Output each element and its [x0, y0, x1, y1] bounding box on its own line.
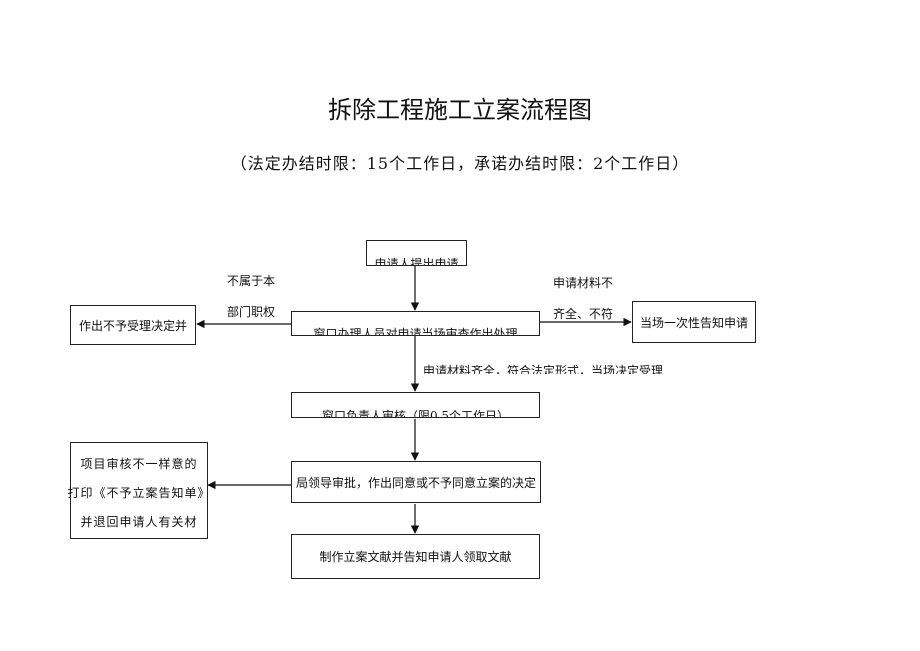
node-reject: 作出不予受理决定并: [70, 305, 196, 345]
label-incomplete-2: 齐全、不符: [553, 307, 614, 321]
label-incomplete-1: 申请材料不: [553, 276, 614, 290]
node-bureau-decision-text: 局领导审批，作出同意或不予同意立案的决定: [295, 475, 536, 490]
node-window-review-text: 窗口办理人员对申请当场审查作出处理: [313, 327, 518, 336]
node-notify-once-text: 当场一次性告知申请: [639, 315, 748, 330]
node-bureau-decision: 局领导审批，作出同意或不予同意立案的决定: [291, 461, 541, 503]
node-make-docs: 制作立案文献并告知申请人领取文献: [291, 534, 540, 579]
node-disagree-line-3: 并退回申请人有关材: [80, 515, 198, 529]
label-not-scope-2: 部门职权: [227, 305, 276, 319]
node-reject-text: 作出不予受理决定并: [78, 318, 187, 333]
label-not-scope-1: 不属于本: [227, 274, 276, 288]
node-apply: 申请人提出申请: [366, 240, 467, 266]
node-disagree-line-1: 项目审核不一样意的: [80, 457, 198, 471]
page-title: 拆除工程施工立案流程图: [328, 96, 592, 124]
label-accepted: 申请材料齐全，符合法定形式，当场决定受理: [423, 364, 664, 374]
node-disagree-line-2: 打印《不予立案告知单》: [67, 486, 211, 500]
node-disagree: 项目审核不一样意的 打印《不予立案告知单》 并退回申请人有关材: [67, 442, 211, 539]
node-window-review: 窗口办理人员对申请当场审查作出处理: [291, 311, 540, 336]
node-head-review-text: 窗口负责人审核（限0.5个工作日）: [321, 409, 510, 418]
page-subtitle: （法定办结时限：15个工作日，承诺办结时限：2个工作日）: [230, 154, 690, 173]
node-make-docs-text: 制作立案文献并告知申请人领取文献: [319, 550, 512, 564]
node-notify-once: 当场一次性告知申请: [632, 301, 756, 343]
node-head-review: 窗口负责人审核（限0.5个工作日）: [291, 392, 540, 418]
node-apply-text: 申请人提出申请: [374, 257, 459, 266]
